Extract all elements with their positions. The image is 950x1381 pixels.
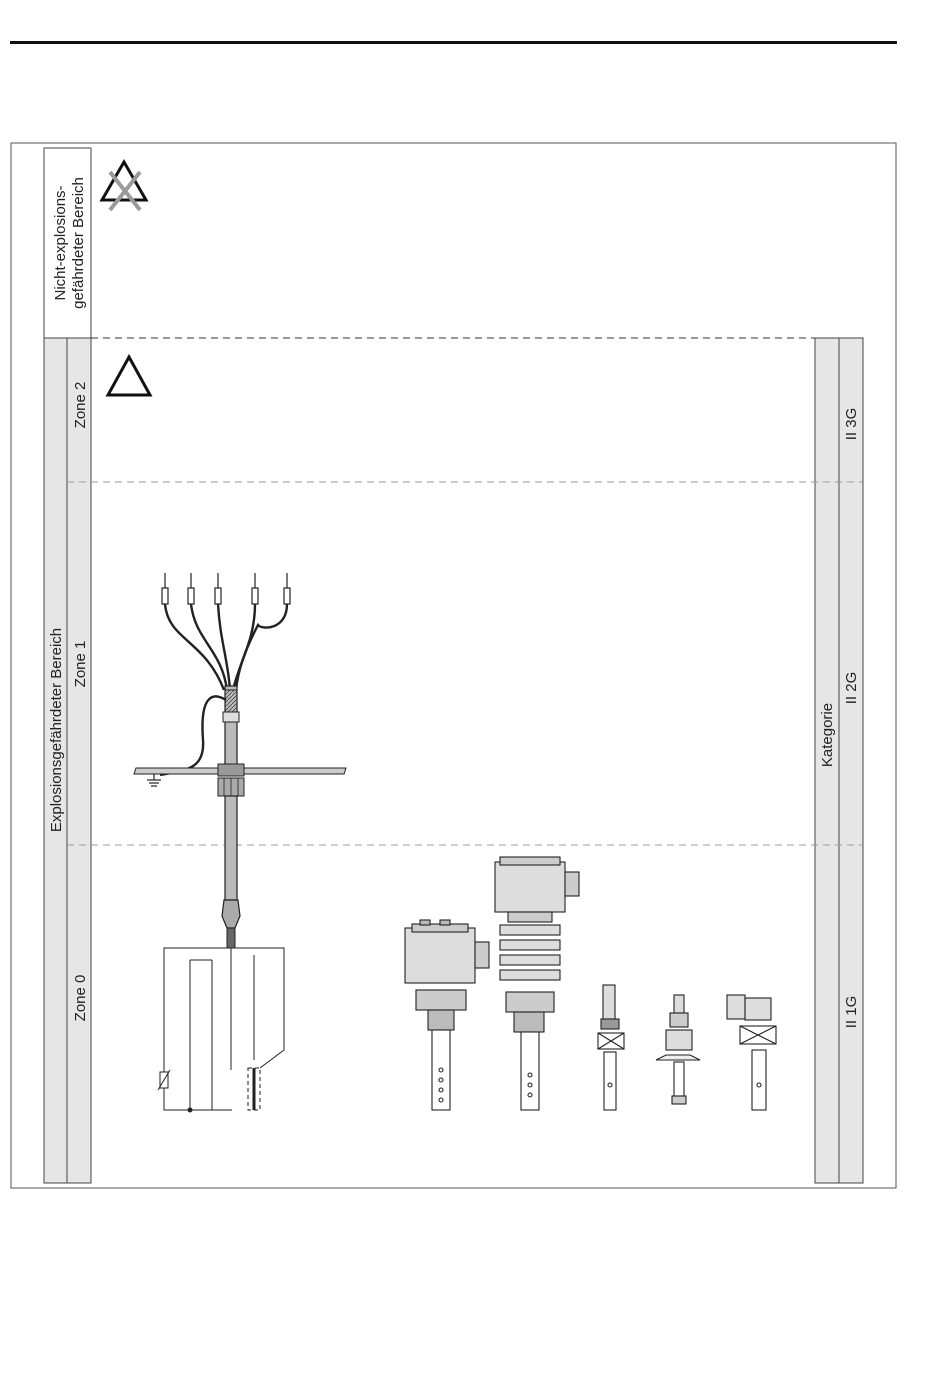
category-1g-label: II 1G (843, 996, 860, 1029)
crossed-out-triangle-icon (102, 162, 146, 210)
zone1-label: Zone 1 (72, 641, 89, 688)
category-class-band (839, 338, 863, 1183)
zone2-label: Zone 2 (72, 382, 89, 429)
sensor-compact-1 (598, 985, 624, 1110)
sensor-with-housing (405, 920, 489, 1110)
zone0-label: Zone 0 (72, 975, 89, 1022)
category-label: Kategorie (819, 703, 836, 767)
cable-wires (165, 604, 287, 690)
hazardous-area-label: Explosionsgefährdeter Bereich (48, 628, 65, 832)
non-hazardous-label-line2: gefährdeter Bereich (70, 177, 87, 309)
zone-band (67, 338, 91, 1183)
sensor-compact-2 (656, 995, 700, 1104)
sensor-schematic (158, 948, 284, 1112)
warning-triangle-icon (108, 357, 150, 395)
sensor-with-cooling-neck (495, 857, 579, 1110)
non-hazardous-label-line1: Nicht-explosions- (52, 185, 69, 300)
ground-icon (147, 774, 161, 786)
category-2g-label: II 2G (843, 672, 860, 705)
sensor-compact-3 (727, 995, 776, 1110)
category-3g-label: II 3G (843, 408, 860, 441)
cable-sensor-drawing (134, 573, 346, 1112)
wire-ferrules (162, 573, 290, 604)
